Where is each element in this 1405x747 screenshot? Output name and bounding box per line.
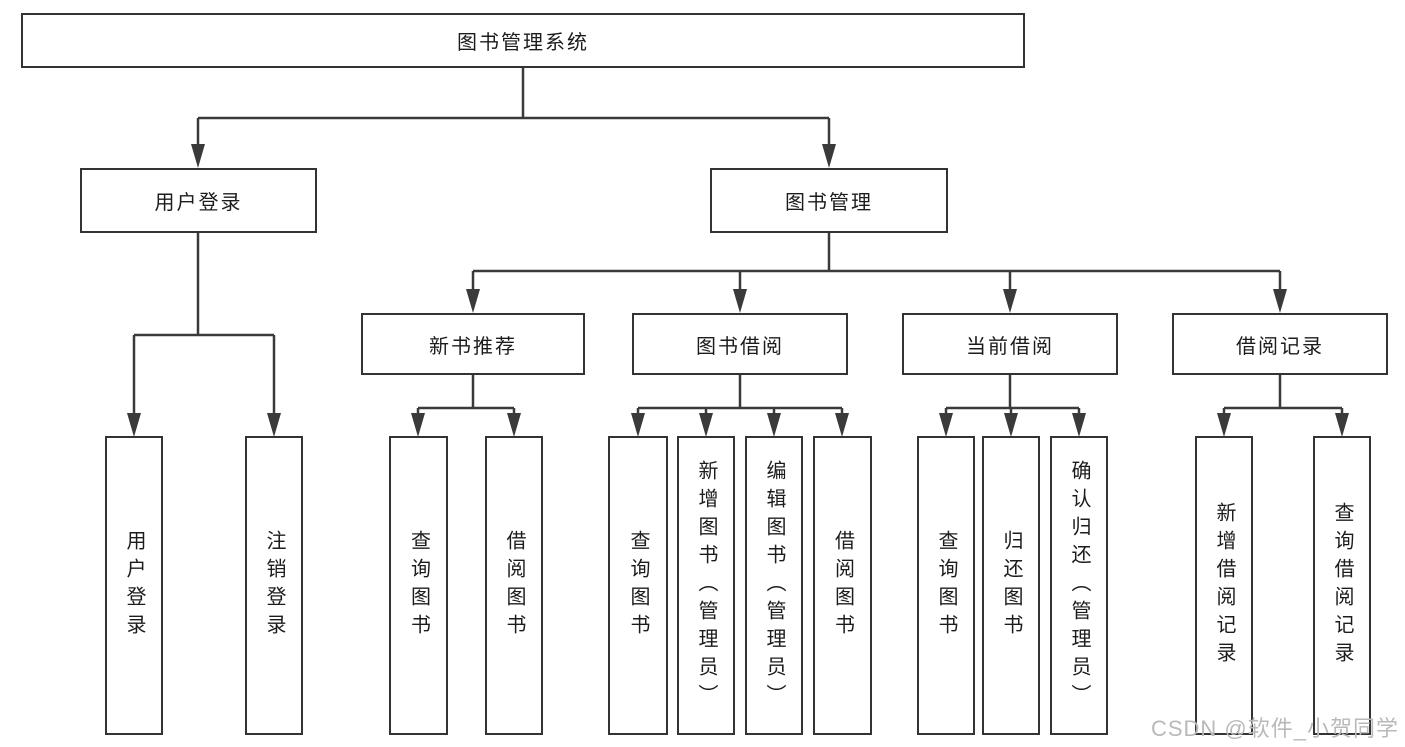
arrow-icon bbox=[822, 144, 836, 168]
arrow-icon bbox=[939, 413, 953, 437]
arrow-icon bbox=[1273, 289, 1287, 313]
arrow-icon bbox=[1072, 413, 1086, 437]
arrow-icon bbox=[507, 413, 521, 437]
node-label: 借阅图书 bbox=[503, 529, 525, 642]
leaf-confirm-return-admin: 确认归还（管理员） bbox=[1050, 436, 1108, 735]
node-label: 查询图书 bbox=[627, 529, 649, 642]
leaf-query-books-current: 查询图书 bbox=[917, 436, 975, 735]
node-root-system: 图书管理系统 bbox=[21, 13, 1025, 68]
node-label: 查询图书 bbox=[935, 529, 957, 642]
arrow-icon bbox=[767, 413, 781, 437]
leaf-logout: 注销登录 bbox=[245, 436, 303, 735]
node-label: 图书借阅 bbox=[696, 335, 784, 358]
node-label: 查询图书 bbox=[407, 529, 430, 642]
borrow-record-subtree-line bbox=[1222, 375, 1344, 417]
arrow-icon bbox=[191, 144, 205, 168]
node-label: 查询借阅记录 bbox=[1331, 501, 1353, 670]
leaf-add-book-admin: 新增图书（管理员） bbox=[677, 436, 735, 735]
node-borrow-records: 借阅记录 bbox=[1172, 313, 1388, 375]
arrow-icon bbox=[631, 413, 645, 437]
leaf-query-borrow-record: 查询借阅记录 bbox=[1313, 436, 1371, 735]
arrow-icon bbox=[733, 289, 747, 313]
book-mgmt-to-sections-line bbox=[471, 233, 1282, 293]
user-login-subtree-line bbox=[132, 233, 276, 417]
node-user-login: 用户登录 bbox=[80, 168, 317, 233]
node-label: 新增图书（管理员） bbox=[695, 459, 717, 712]
leaf-query-books-borrow: 查询图书 bbox=[608, 436, 668, 735]
arrow-icon bbox=[699, 413, 713, 437]
node-label: 当前借阅 bbox=[966, 335, 1054, 358]
arrow-icon bbox=[835, 413, 849, 437]
node-book-borrow: 图书借阅 bbox=[632, 313, 848, 375]
node-label: 归还图书 bbox=[1000, 529, 1022, 642]
arrow-icon bbox=[1003, 289, 1017, 313]
arrow-icon bbox=[1004, 413, 1018, 437]
node-label: 借阅记录 bbox=[1236, 335, 1324, 358]
leaf-query-books-recommend: 查询图书 bbox=[389, 436, 448, 735]
arrow-icon bbox=[127, 413, 141, 437]
node-label: 借阅图书 bbox=[831, 529, 854, 642]
leaf-edit-book-admin: 编辑图书（管理员） bbox=[745, 436, 803, 735]
arrow-icon bbox=[267, 413, 281, 437]
leaf-borrow-books-recommend: 借阅图书 bbox=[485, 436, 543, 735]
node-book-management: 图书管理 bbox=[710, 168, 948, 233]
node-label: 图书管理 bbox=[785, 192, 873, 214]
node-label: 用户登录 bbox=[123, 529, 145, 642]
arrowheads bbox=[127, 144, 1349, 437]
arrow-icon bbox=[1335, 413, 1349, 437]
node-label: 新增借阅记录 bbox=[1213, 501, 1235, 670]
csdn-watermark: CSDN @软件_小贺同学 bbox=[1150, 716, 1399, 741]
node-label: 注销登录 bbox=[263, 529, 285, 642]
new-book-subtree-line bbox=[416, 375, 516, 417]
arrow-icon bbox=[1217, 413, 1231, 437]
arrow-icon bbox=[411, 413, 425, 437]
leaf-user-login: 用户登录 bbox=[105, 436, 163, 735]
leaf-borrow-books: 借阅图书 bbox=[813, 436, 872, 735]
node-label: 新书推荐 bbox=[429, 335, 517, 358]
root-to-level2-line bbox=[196, 68, 831, 148]
node-label: 确认归还（管理员） bbox=[1068, 459, 1090, 712]
arrow-icon bbox=[466, 289, 480, 313]
node-label: 用户登录 bbox=[154, 192, 243, 214]
node-label: 编辑图书（管理员） bbox=[763, 459, 785, 712]
current-borrow-subtree-line bbox=[944, 375, 1081, 417]
book-borrow-subtree-line bbox=[636, 375, 844, 417]
leaf-add-borrow-record: 新增借阅记录 bbox=[1195, 436, 1253, 735]
connector-paths bbox=[132, 68, 1344, 417]
node-label: 图书管理系统 bbox=[457, 32, 589, 54]
node-new-book-recommend: 新书推荐 bbox=[361, 313, 585, 375]
node-current-borrow: 当前借阅 bbox=[902, 313, 1118, 375]
leaf-return-books: 归还图书 bbox=[982, 436, 1040, 735]
